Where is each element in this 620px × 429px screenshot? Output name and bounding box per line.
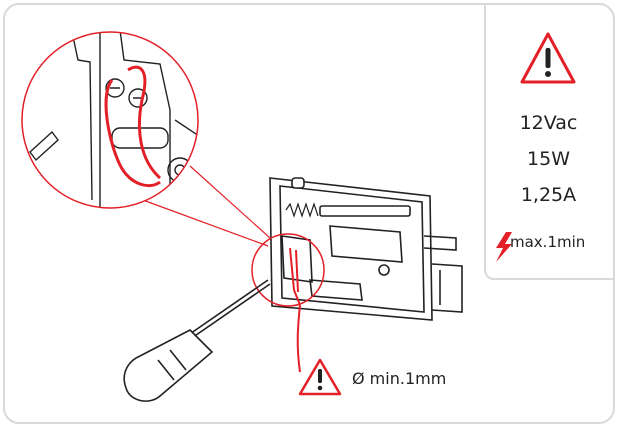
terminal-highlight-circle [251, 233, 325, 307]
spec-voltage: 12Vac [519, 112, 578, 134]
screwdriver [123, 279, 271, 402]
spec-power: 15W [527, 148, 570, 170]
lightning-bolt-icon [496, 232, 512, 262]
spec-time-limit: max.1min [510, 233, 586, 251]
callout-line-top [131, 195, 269, 247]
lock-body [269, 177, 463, 321]
spec-current: 1,25A [520, 184, 577, 206]
spec-panel [484, 5, 613, 280]
wire-warning-icon [298, 358, 342, 396]
terminal-wires [289, 247, 301, 373]
magnified-detail [21, 31, 199, 209]
warning-triangle-icon [520, 32, 576, 84]
wire-diameter-note: Ø min.1mm [352, 369, 447, 388]
